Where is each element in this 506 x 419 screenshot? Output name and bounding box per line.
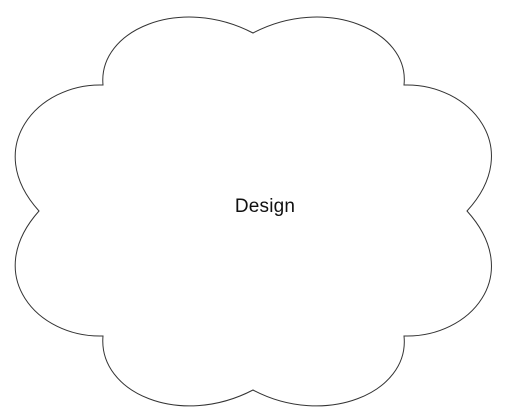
cloud-label: Design — [234, 196, 296, 217]
cloud-outline — [14, 16, 492, 407]
